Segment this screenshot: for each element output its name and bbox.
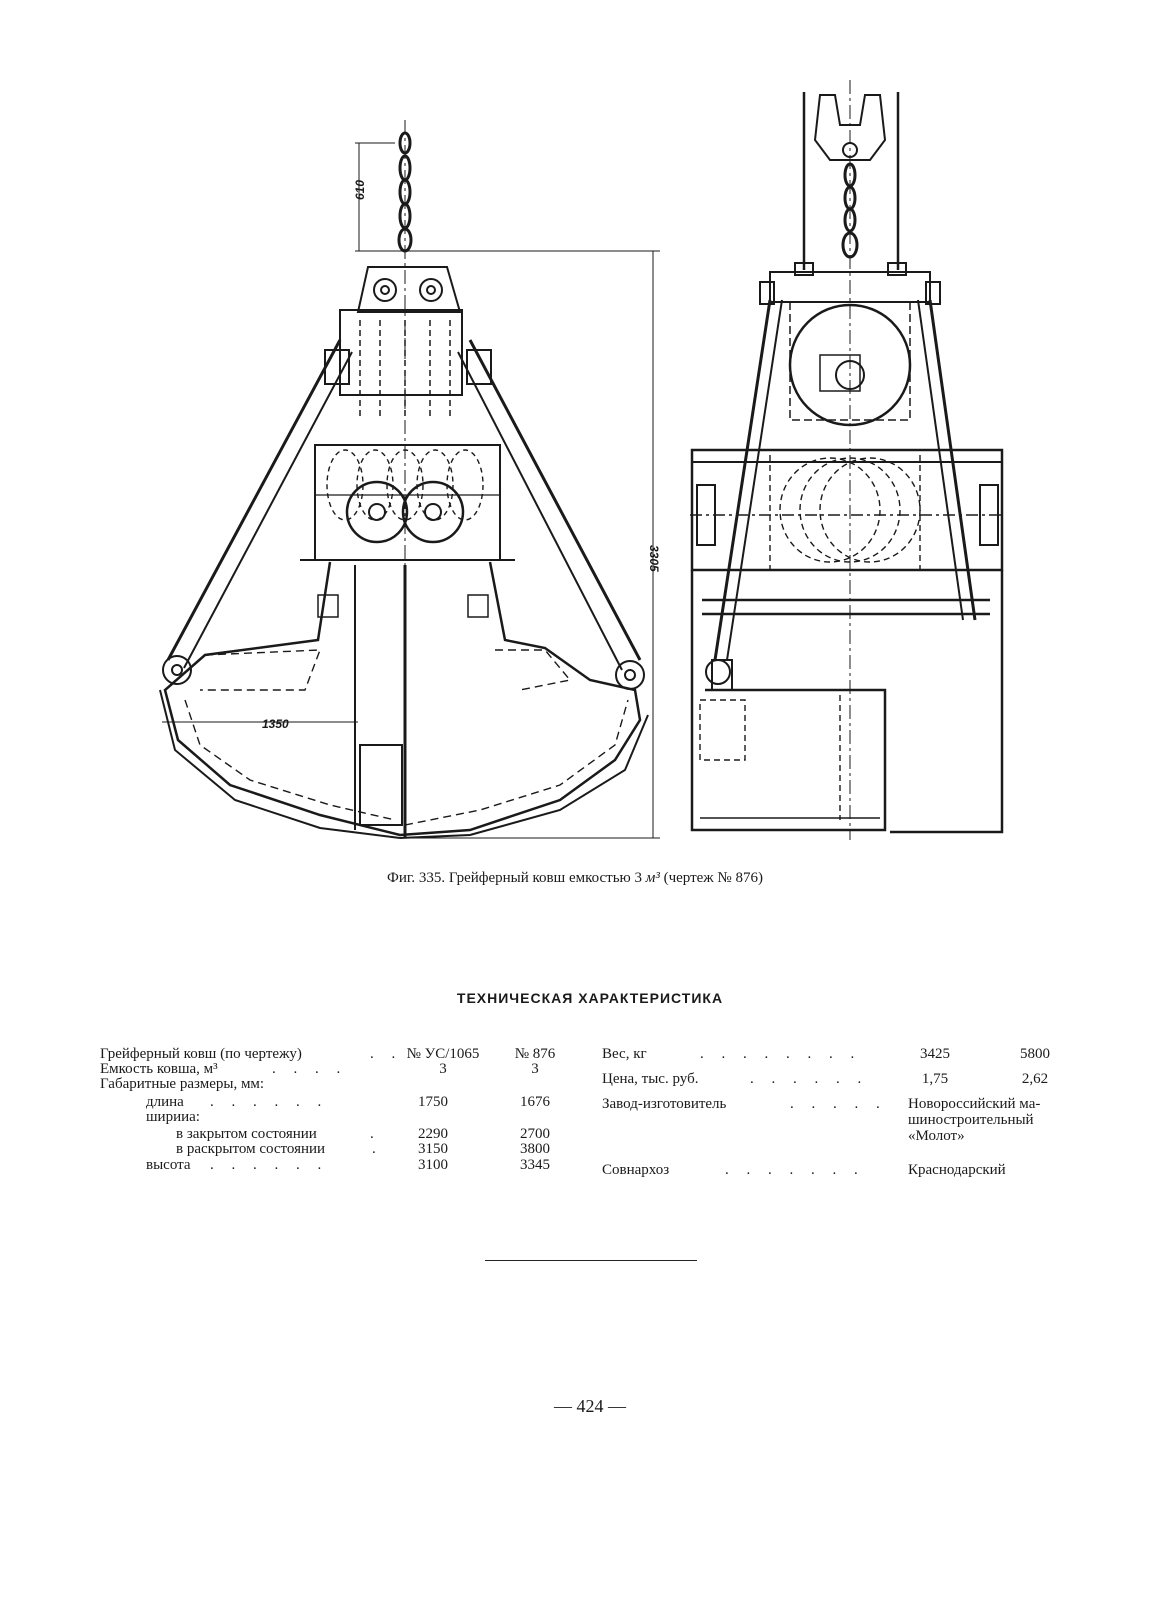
dim-610: 610 bbox=[353, 180, 367, 200]
spec-closed-v2: 2700 bbox=[520, 1126, 550, 1142]
caption-prefix: Фиг. 335. bbox=[387, 870, 446, 886]
spec-dims-label: Габаритные размеры, мм: bbox=[100, 1076, 265, 1092]
dim-3305: 3305 bbox=[647, 545, 661, 572]
figure-caption: Фиг. 335. Грейферный ковш емкостью 3 м³ … bbox=[0, 870, 1150, 887]
spec-open-v1: 3150 bbox=[418, 1141, 448, 1157]
spec-height-v1: 3100 bbox=[418, 1157, 448, 1173]
spec-header-label: Грейферный ковш (по чертежу) bbox=[100, 1046, 302, 1062]
spec-maker-label: Завод-изготовитель bbox=[602, 1096, 727, 1112]
spec-col1-header: № УС/1065 bbox=[406, 1046, 480, 1062]
spec-price-v2: 2,62 bbox=[1021, 1071, 1049, 1087]
spec-width-label: ширииа: bbox=[146, 1109, 200, 1125]
spec-length-v1: 1750 bbox=[418, 1094, 448, 1110]
side-view bbox=[159, 120, 660, 839]
spec-capacity-label: Емкость ковша, м³ bbox=[100, 1061, 218, 1077]
spec-council-value: Краснодарский bbox=[908, 1162, 1006, 1178]
spec-council-label: Совнархоз bbox=[602, 1162, 670, 1178]
spec-price-v1: 1,75 bbox=[921, 1071, 949, 1087]
separator-rule bbox=[485, 1260, 697, 1261]
spec-closed-label: в закрытом состоянии bbox=[176, 1126, 317, 1142]
spec-weight-v2: 5800 bbox=[1020, 1046, 1050, 1062]
spec-length-label: длина bbox=[146, 1094, 184, 1110]
spec-weight-v1: 3425 bbox=[920, 1046, 950, 1062]
spec-capacity-v2: 3 bbox=[531, 1061, 539, 1077]
caption-text: Грейферный ковш емкостью 3 bbox=[448, 870, 642, 886]
spec-capacity-v1: 3 bbox=[439, 1061, 447, 1077]
spec-weight-label: Вес, кг bbox=[602, 1046, 647, 1062]
spec-price-label: Цена, тыс. руб. bbox=[602, 1071, 699, 1087]
spec-open-label: в раскрытом состоянии bbox=[176, 1141, 326, 1157]
spec-height-label: высота bbox=[146, 1157, 191, 1173]
caption-suffix: (чертеж № 876) bbox=[663, 870, 763, 886]
dim-1350: 1350 bbox=[262, 717, 289, 731]
spec-closed-v1: 2290 bbox=[418, 1126, 448, 1142]
spec-height-v2: 3345 bbox=[520, 1157, 550, 1173]
page-number: — 424 — bbox=[554, 1396, 626, 1416]
spec-maker-line3: «Молот» bbox=[908, 1128, 965, 1144]
spec-length-v2: 1676 bbox=[520, 1094, 550, 1110]
spec-maker-line1: Новороссийский ма- bbox=[908, 1096, 1041, 1112]
front-view bbox=[690, 80, 1004, 840]
spec-col2-header: № 876 bbox=[514, 1046, 556, 1062]
section-title: ТЕХНИЧЕСКАЯ ХАРАКТЕРИСТИКА bbox=[456, 990, 724, 1006]
grab-bucket-drawing: 610 3305 1350 bbox=[159, 80, 1004, 840]
spec-open-v2: 3800 bbox=[520, 1141, 550, 1157]
spec-maker-line2: шиностроительный bbox=[908, 1112, 1034, 1128]
caption-unit: м³ bbox=[645, 870, 660, 886]
